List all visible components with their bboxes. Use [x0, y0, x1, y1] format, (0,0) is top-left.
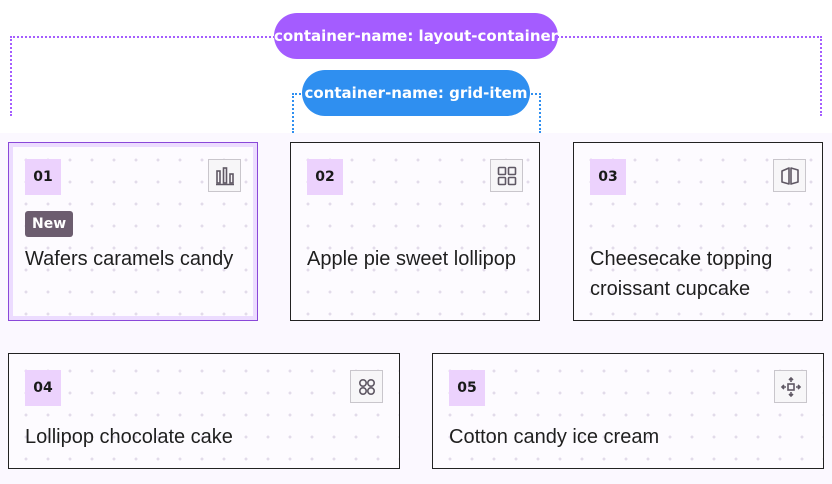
card-title: Cheesecake topping croissant cupcake — [590, 248, 773, 300]
card-number: 03 — [590, 159, 626, 195]
card-number: 01 — [25, 159, 61, 195]
grid-layout-icon — [490, 159, 523, 192]
bar-chart-icon — [208, 159, 241, 192]
grid-item-card-2: 02 Apple pie sweet lollipop — [290, 142, 540, 321]
four-circles-icon — [350, 370, 383, 403]
grid-item-card-4: 04 Lollipop chocolate cake — [8, 353, 400, 469]
grid-item-label: container-name: grid-item — [302, 70, 530, 116]
grid-item-card-1: 01 New Wafers caramels candy — [8, 142, 258, 321]
card-title: Wafers caramels candy — [25, 248, 234, 270]
grid-item-card-5: 05 Cotton candy ice cream — [432, 353, 824, 469]
card-number: 04 — [25, 370, 61, 406]
new-badge: New — [25, 211, 74, 237]
grid-item-card-3: 03 Cheesecake topping croissant cupcake — [573, 142, 823, 321]
card-number: 05 — [449, 370, 485, 406]
card-title: Lollipop chocolate cake — [25, 426, 233, 448]
card-title: Cotton candy ice cream — [449, 426, 660, 448]
panels-icon — [773, 159, 806, 192]
card-number: 02 — [307, 159, 343, 195]
move-arrows-icon — [774, 370, 807, 403]
card-title: Apple pie sweet lollipop — [307, 248, 517, 270]
layout-container-label: container-name: layout-container — [274, 13, 558, 59]
